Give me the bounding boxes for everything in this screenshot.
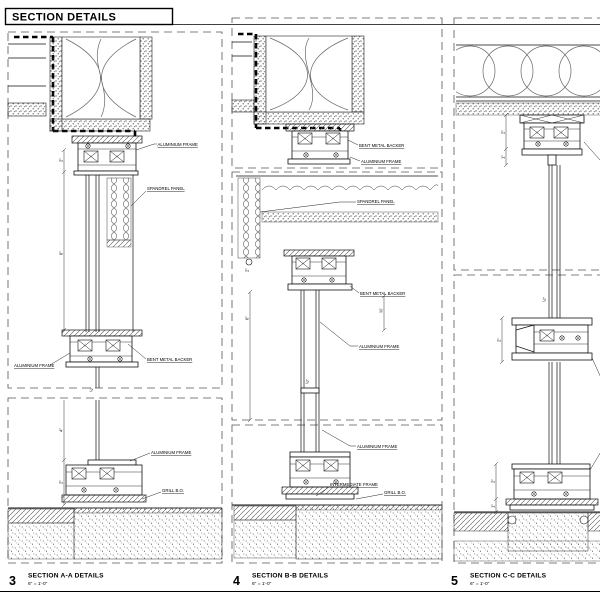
glazing-spandrel <box>236 175 439 266</box>
label-aluminium-frame: ALUMINIUM FRAME <box>151 450 191 455</box>
label-bent-metal-backer: BENT METAL BACKER <box>359 143 404 148</box>
dim-text: 2" <box>491 479 496 483</box>
label-mid-backer: BENT METAL BACKER <box>349 285 405 296</box>
label-mid-frame: ALUMINIUM FRAME <box>14 352 71 368</box>
slab-detail <box>231 32 365 132</box>
label-head-frame: ALUMINIUM FRAME <box>349 156 401 164</box>
label-grill-bo: GRILL B.O. <box>162 488 184 493</box>
dim-text: 4" <box>59 428 64 432</box>
label-spandrel: SPANDREL PANEL <box>130 186 185 207</box>
dim-text: 2" <box>59 480 64 484</box>
label-sill-frame: ALUMINIUM FRAME <box>129 450 191 462</box>
dim-text: 2" <box>501 130 506 134</box>
sheet-header: SECTION DETAILS <box>4 7 600 26</box>
mid-frame-detail <box>283 249 355 291</box>
label-aluminium-frame: ALUMINIUM FRAME <box>359 344 399 349</box>
head-frame-detail <box>285 123 355 165</box>
sill-frame-detail <box>281 451 359 500</box>
detail-number: 5 <box>451 574 458 588</box>
label-intermediate-frame: INTERMEDIATE FRAME <box>330 482 378 487</box>
ground-detail <box>453 511 600 562</box>
mid-frame-detail <box>61 329 143 388</box>
sill-glazing: ½" 4" 2" <box>59 387 100 508</box>
dim-text: 6" <box>59 251 64 255</box>
detail-title: SECTION B-B DETAILS <box>252 573 329 580</box>
viewport-border <box>231 171 443 421</box>
section-cc-panel: 2" 1" ½" 2" <box>451 17 600 589</box>
label-head-frame: ALUMINIUM FRAME <box>135 142 198 151</box>
section-aa-panel: ALUMINIUM FRAME SPANDREL PANEL 2" 6" <box>7 31 223 589</box>
detail-footer: 3 SECTION A-A DETAILS 6" = 1'-0" <box>9 573 104 589</box>
viewport-border <box>231 424 443 564</box>
label-spandrel: SPANDREL PANEL <box>259 199 395 213</box>
label-sill-frame: ALUMINIUM FRAME <box>321 429 397 449</box>
sill-frame-detail <box>61 459 147 503</box>
sheet-title: SECTION DETAILS <box>12 12 116 24</box>
ground-detail <box>232 504 443 560</box>
detail-scale: 6" = 1'-0" <box>28 581 48 587</box>
dim-text: 1" <box>501 155 506 159</box>
head-frame-detail <box>71 135 143 176</box>
viewport-border <box>453 17 600 271</box>
blanket-insulation <box>455 44 600 116</box>
glazing: ½" 6" 2" ¾" <box>245 268 387 455</box>
detail-scale: 6" = 1'-0" <box>470 581 490 587</box>
detail-number: 3 <box>9 574 16 588</box>
glazing: ½" <box>542 165 561 464</box>
ground-detail <box>7 507 223 560</box>
label-mid-backer: BENT METAL BACKER <box>127 343 192 362</box>
dim-text: 6" <box>245 316 250 320</box>
sill-frame-detail: 2" 1" <box>491 452 600 515</box>
detail-title: SECTION C-C DETAILS <box>470 573 547 580</box>
label-bent-metal-backer: BENT METAL BACKER <box>147 357 192 362</box>
slab-detail <box>7 35 153 137</box>
dim-text: ½" <box>542 297 547 302</box>
label-aluminium-frame: ALUMINIUM FRAME <box>361 159 401 164</box>
detail-title: SECTION A-A DETAILS <box>28 573 104 580</box>
dim-text: ½" <box>89 387 94 392</box>
label-spandrel-panel: SPANDREL PANEL <box>357 199 395 204</box>
detail-footer: 4 SECTION B-B DETAILS 6" = 1'-0" <box>233 573 329 589</box>
label-aluminium-frame: ALUMINIUM FRAME <box>357 444 397 449</box>
dim-text: ¾" <box>379 308 384 313</box>
label-grill-bo: GRILL B.O. <box>384 490 406 495</box>
dim-text: 2" <box>497 338 502 342</box>
viewport-border <box>231 17 443 169</box>
label-spandrel-panel: SPANDREL PANEL <box>147 186 185 191</box>
label-aluminium-frame: ALUMINIUM FRAME <box>14 363 54 368</box>
viewport-border <box>7 397 223 564</box>
glazing-spandrel <box>85 175 134 332</box>
dim-text: 1" <box>491 504 496 508</box>
dimension: 2" 6" <box>59 147 67 333</box>
dim-text: 2" <box>245 268 250 272</box>
section-bb-panel: BENT METAL BACKER ALUMINIUM FRAME SPANDR… <box>231 17 443 589</box>
sheet-title-box <box>4 7 174 26</box>
detail-footer: 5 SECTION C-C DETAILS 6" = 1'-0" <box>451 573 547 589</box>
dim-text: ½" <box>305 379 310 384</box>
dim-text: 2" <box>59 158 64 162</box>
label-mid-frame: ALUMINIUM FRAME <box>319 321 399 349</box>
label-head-backer: BENT METAL BACKER <box>347 139 404 148</box>
transom-frame-detail: 2" <box>497 315 600 377</box>
detail-scale: 6" = 1'-0" <box>252 581 272 587</box>
label-aluminium-frame: ALUMINIUM FRAME <box>158 142 198 147</box>
viewport-border <box>7 31 223 389</box>
viewport-border <box>453 274 600 564</box>
label-grill: GRILL B.O. <box>141 488 184 500</box>
detail-number: 4 <box>233 574 240 588</box>
label-bent-metal-backer: BENT METAL BACKER <box>360 291 405 296</box>
label-grill: GRILL B.O. <box>355 490 406 500</box>
head-frame-detail: 2" 1" <box>501 112 600 168</box>
label-intermediate-frame: INTERMEDIATE FRAME <box>315 482 378 497</box>
